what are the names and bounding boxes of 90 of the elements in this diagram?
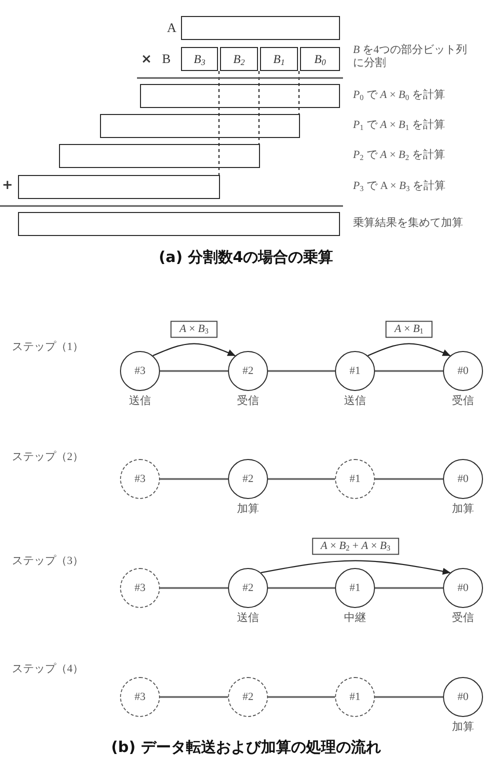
node-circle: [120, 568, 160, 608]
node-label: #2: [242, 692, 254, 702]
action-label: 送信: [237, 612, 259, 626]
node-label: #1: [350, 692, 360, 702]
node-label: #2: [242, 366, 254, 376]
connector-line: [268, 696, 335, 698]
node-label: #3: [134, 582, 146, 594]
node-label: #1: [350, 582, 360, 594]
node-circle: [335, 459, 375, 499]
node-circle: [443, 351, 483, 391]
bit-field-bar: [100, 114, 300, 138]
operand-label: B: [162, 51, 171, 67]
step-label: ステップ（1）: [12, 341, 84, 354]
connector-line: [268, 478, 335, 480]
row-description: P$_{3}$ で A × B$_{3}$ を計算: [353, 180, 446, 194]
connector-line: [375, 370, 443, 372]
connector-line: [160, 587, 228, 589]
row-description: P$_{2}$ で A × B$_{2}$ を計算: [353, 149, 445, 162]
connector-line: [160, 696, 228, 698]
node-circle: [335, 568, 375, 608]
node-label: #3: [134, 474, 146, 484]
node-circle: [335, 351, 375, 391]
segment-box: [260, 47, 298, 71]
segment-label: B$_{2}$: [233, 53, 245, 65]
curved-arrow: [260, 560, 451, 575]
step-label: ステップ（3）: [12, 555, 84, 568]
node-label: #0: [458, 366, 468, 376]
segment-label: B$_{0}$: [314, 53, 326, 65]
action-label: 送信: [344, 395, 366, 408]
node-label: #0: [458, 474, 468, 484]
node-circle: [120, 459, 160, 499]
node-label: #2: [242, 582, 254, 594]
node-circle: [228, 677, 268, 717]
segment-box: [220, 47, 258, 71]
node-circle: [120, 351, 160, 391]
bit-field-bar: [18, 175, 220, 199]
bit-field-bar: [181, 16, 340, 40]
segment-box: [181, 47, 218, 71]
connector-line: [160, 478, 228, 480]
connector-line: [375, 478, 443, 480]
segment-box: [300, 47, 340, 71]
edge-label: A × B$_{1}$: [385, 320, 433, 338]
connector-line: [268, 370, 335, 372]
figure-caption: (a) 分割数4の場合の乗算: [158, 248, 334, 266]
bit-field-bar: [59, 144, 260, 168]
connector-line: [375, 696, 443, 698]
curved-arrow: [152, 343, 236, 356]
step-label: ステップ（2）: [12, 451, 84, 464]
node-circle: [443, 568, 483, 608]
connector-line: [268, 587, 335, 589]
node-circle: [228, 351, 268, 391]
node-circle: [443, 459, 483, 499]
action-label: 送信: [129, 395, 151, 408]
action-label: 中継: [344, 612, 366, 626]
node-circle: [120, 677, 160, 717]
action-label: 受信: [237, 395, 259, 408]
bit-field-bar: [18, 212, 340, 236]
node-circle: [443, 677, 483, 717]
action-label: 加算: [452, 721, 474, 734]
curved-arrow: [368, 343, 451, 356]
node-label: #1: [350, 366, 360, 376]
operator-sign: ×: [141, 52, 152, 68]
figure-caption: (b) データ転送および加算の処理の流れ: [111, 738, 381, 756]
row-description: P$_{1}$ で A × B$_{1}$ を計算: [353, 119, 445, 132]
node-label: #0: [458, 582, 468, 594]
action-label: 受信: [452, 612, 474, 626]
node-label: #2: [242, 474, 254, 484]
node-circle: [335, 677, 375, 717]
operand-label: A: [167, 20, 176, 36]
connector-line: [375, 587, 443, 589]
segment-label: B$_{3}$: [194, 53, 206, 65]
operator-sign: +: [2, 178, 13, 194]
action-label: 加算: [452, 503, 474, 516]
node-label: #3: [134, 366, 146, 376]
action-label: 加算: [237, 503, 259, 516]
node-circle: [228, 459, 268, 499]
node-label: #3: [134, 692, 146, 702]
segment-label: B$_{1}$: [273, 53, 285, 65]
node-label: #0: [458, 692, 468, 702]
step-label: ステップ（4）: [12, 663, 84, 676]
node-label: #1: [350, 474, 360, 484]
connector-line: [160, 370, 228, 372]
node-circle: [228, 568, 268, 608]
description-text: B を4つの部分ビット列に分割: [353, 44, 468, 70]
edge-label: A × B$_{2}$ + A × B$_{3}$: [312, 537, 400, 555]
edge-label: A × B$_{3}$: [170, 320, 218, 338]
row-description: 乗算結果を集めて加算: [353, 217, 463, 230]
bit-field-bar: [140, 84, 340, 108]
action-label: 受信: [452, 395, 474, 408]
row-description: P$_{0}$ で A × B$_{0}$ を計算: [353, 89, 445, 102]
